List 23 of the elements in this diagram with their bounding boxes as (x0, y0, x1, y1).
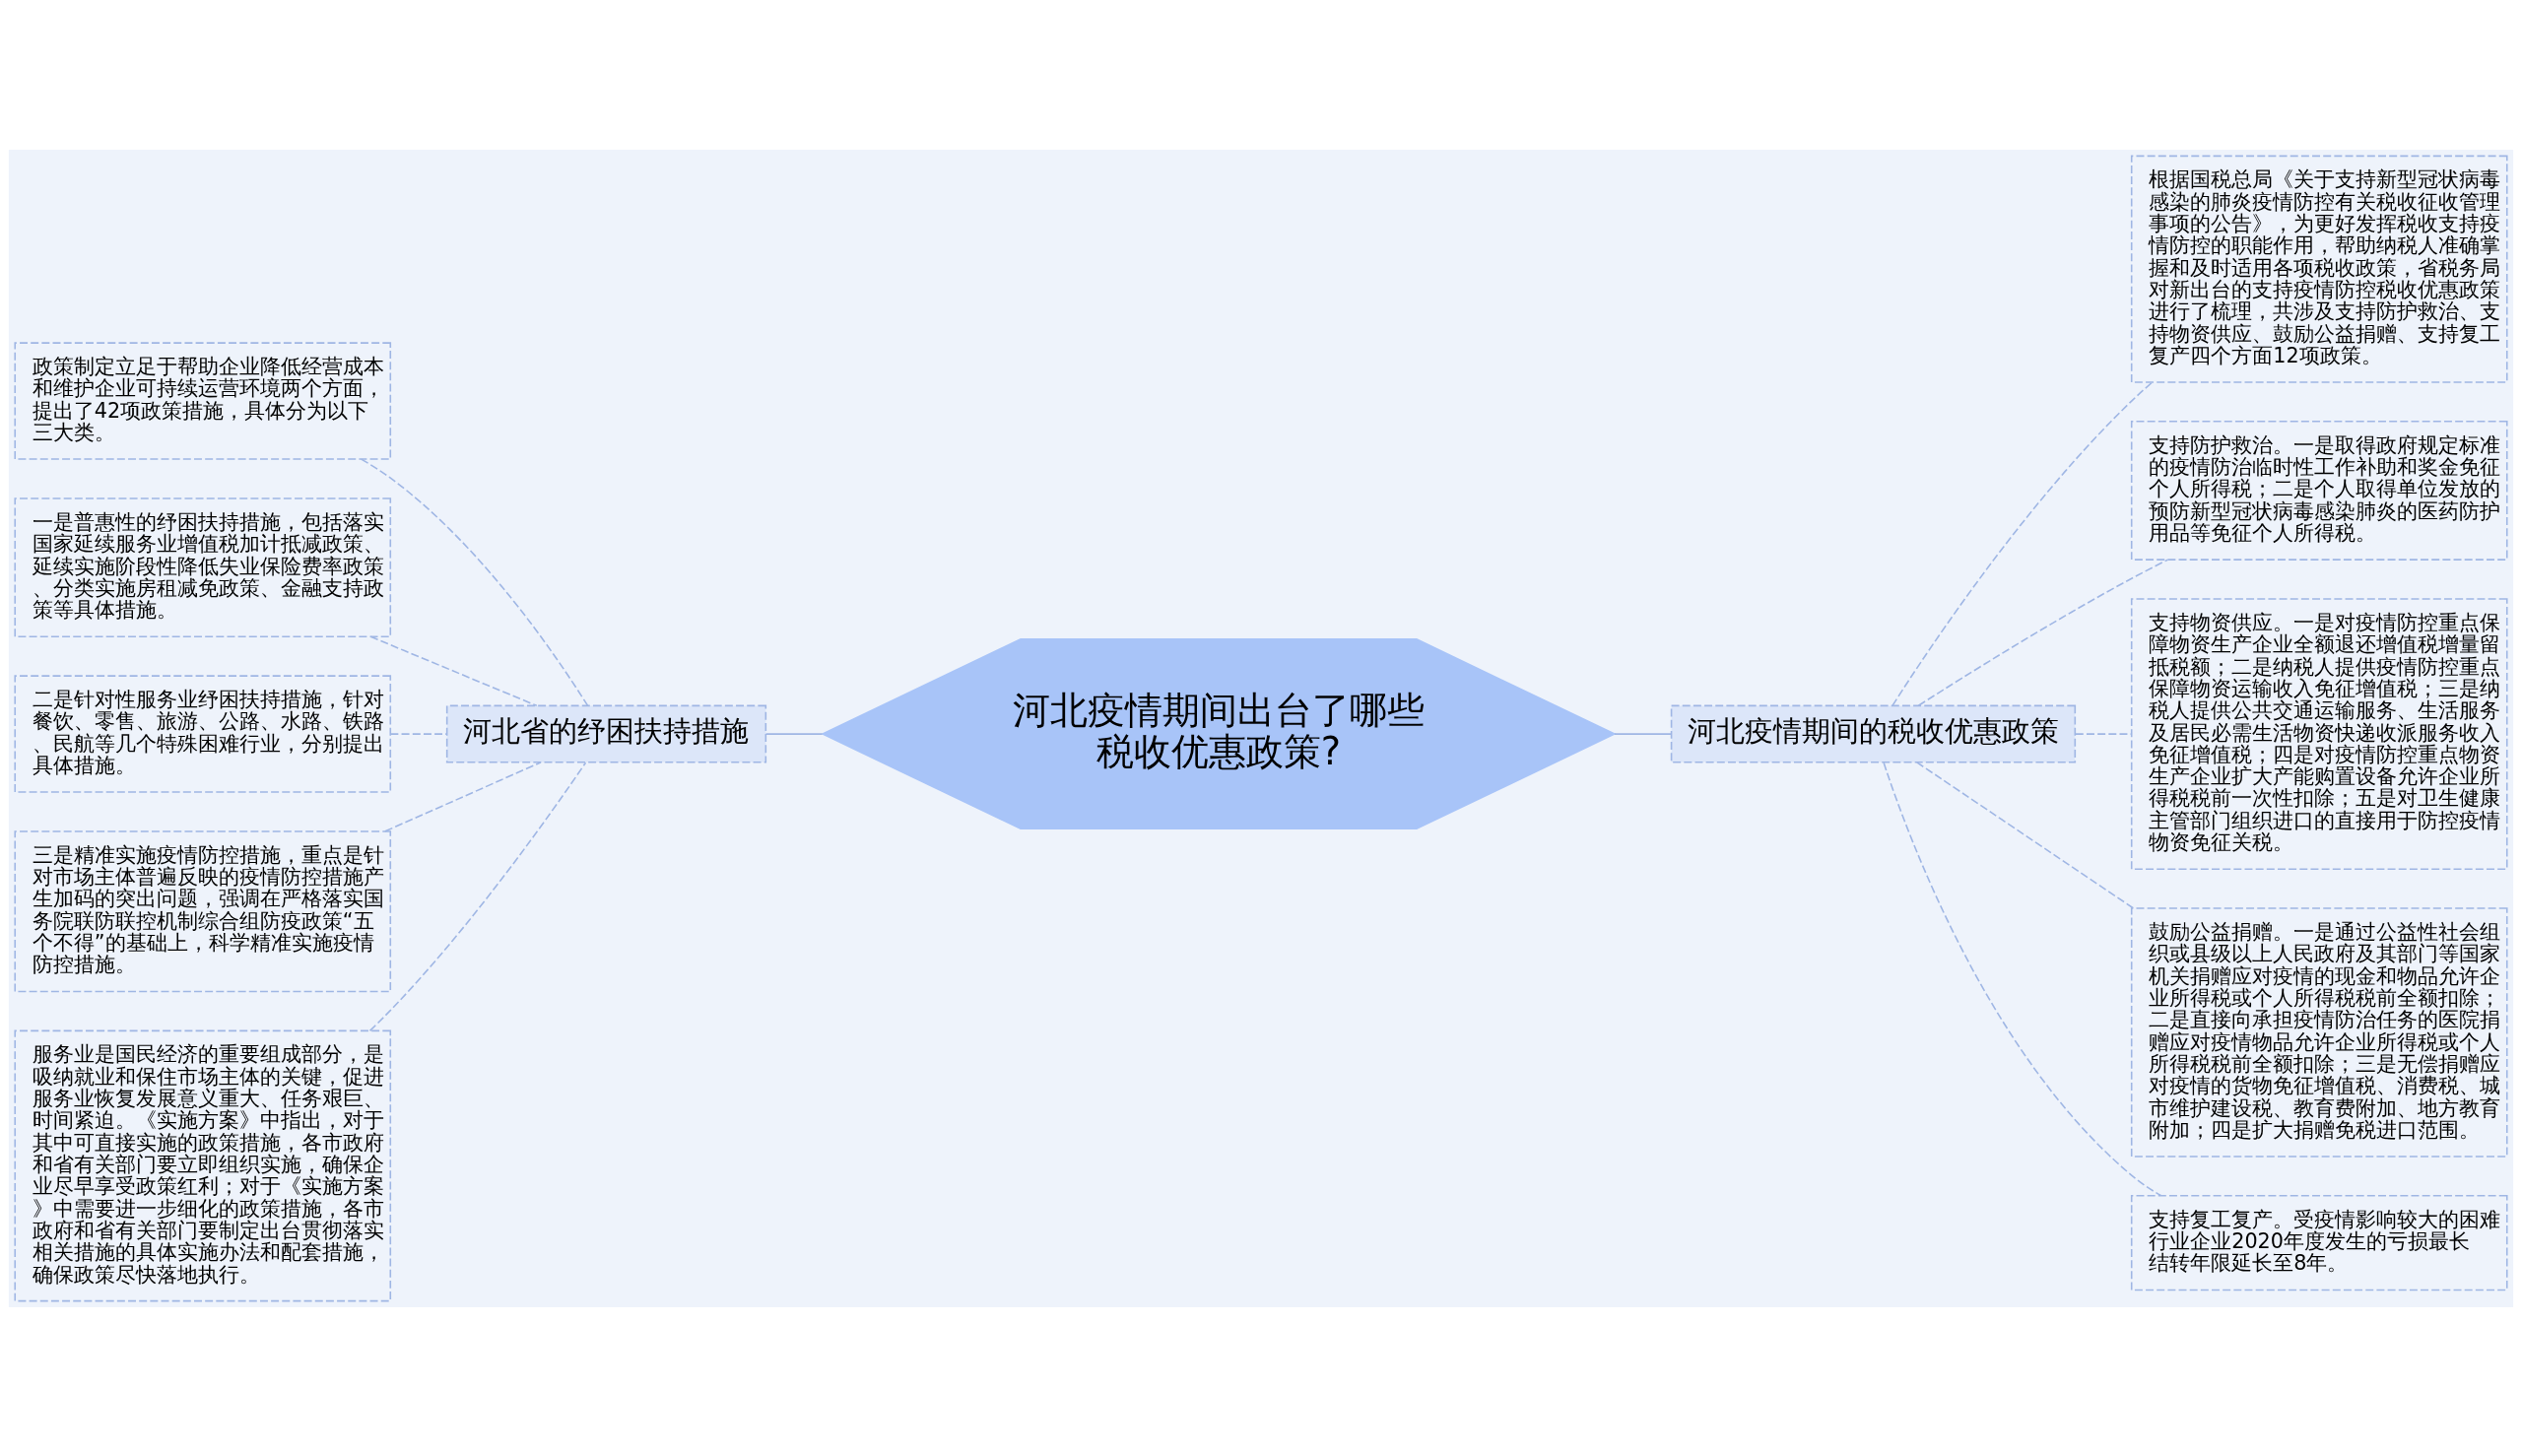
connector (1917, 558, 2169, 706)
connector (389, 732, 448, 735)
connector (369, 635, 538, 706)
node-box: 鼓励公益捐赠。一是通过公益性社会组织或县级以上人民政府及其部门等国家机关捐赠应对疫情的现金和物品允许企业所得税或个人所得税税前全额扣除；二是直接向承担疫情防治任务的医院捐赠应对疫情物品允许企业所得税或个人所得税税前全额扣除；三是无偿捐赠应对疫情的货物免征增值税、消费税、城市维护建设税、教育费附加、地方教育附加；四是扩大捐赠免税进口范围。 (2130, 906, 2508, 1158)
connector (360, 457, 589, 706)
connector (384, 761, 542, 832)
node-box: 一是普惠性的纾困扶持措施，包括落实国家延续服务业增值税加计抵减政策、延续实施阶段性降低失业保险费率政策、分类实施房租减免政策、金融支持政策等具体措施。 (14, 496, 392, 637)
connector (1883, 761, 2162, 1196)
connector (764, 732, 824, 735)
connector (1915, 761, 2135, 909)
node-box: 支持复工复产。受疫情影响较大的困难行业企业2020年度发生的亏损最长结转年限延长至8年。 (2130, 1194, 2508, 1291)
node-box: 服务业是国民经济的重要组成部分，是吸纳就业和保住市场主体的关键，促进服务业恢复发展意义重大、任务艰巨、时间紧迫。《实施方案》中指出，对于其中可直接实施的政策措施，各市政府和省有关部门要立即组织实施，确保企业尽早享受政策红利；对于《实施方案》中需要进一步细化的政策措施，各市政府和省有关部门要制定出台贯彻落实相关措施的具体实施办法和配套措施，确保政策尽快落地执行。 (14, 1029, 392, 1301)
node-box: 河北疫情期间的税收优惠政策 (1670, 704, 2077, 763)
node-box: 河北省的纾困扶持措施 (445, 704, 767, 763)
node-box: 三是精准实施疫情防控措施，重点是针对市场主体普遍反映的疫情防控措施产生加码的突出问题，强调在严格落实国务院联防联控机制综合组防疫政策“五个不得”的基础上，科学精准实施疫情防控措施。 (14, 829, 392, 992)
connector (1892, 380, 2154, 706)
node-box: 支持防护救治。一是取得政府规定标准的疫情防治临时性工作补助和奖金免征个人所得税；二是个人取得单位发放的预防新型冠状病毒感染肺炎的医药防护用品等免征个人所得税。 (2130, 420, 2508, 561)
node-box: 二是针对性服务业纾困扶持措施，针对餐饮、零售、旅游、公路、水路、铁路、民航等几个特殊困难行业，分别提出具体措施。 (14, 674, 392, 793)
connector (1614, 732, 1673, 735)
connector (368, 761, 587, 1031)
node-box: 根据国税总局《关于支持新型冠状病毒感染的肺炎疫情防控有关税收征收管理事项的公告》，为更好发挥税收支持疫情防控的职能作用，帮助纳税人准确掌握和及时适用各项税收政策，省税务局对新出台的支持疫情防控税收优惠政策进行了梳理，共涉及支持防护救治、支持物资供应、鼓励公益捐赠、支持复工复产四个方面12项政策。 (2130, 155, 2508, 383)
node-box: 支持物资供应。一是对疫情防控重点保障物资生产企业全额退还增值税增量留抵税额；二是纳税人提供疫情防控重点保障物资运输收入免征增值税；三是纳税人提供公共交通运输服务、生活服务及居民必需生活物资快递收派服务收入免征增值税；四是对疫情防控重点物资生产企业扩大产能购置设备允许企业所得税税前一次性扣除；五是对卫生健康主管部门组织进口的直接用于防控疫情物资免征关税。 (2130, 597, 2508, 870)
node-box: 政策制定立足于帮助企业降低经营成本和维护企业可持续运营环境两个方面，提出了42项政策措施，具体分为以下三大类。 (14, 341, 392, 460)
